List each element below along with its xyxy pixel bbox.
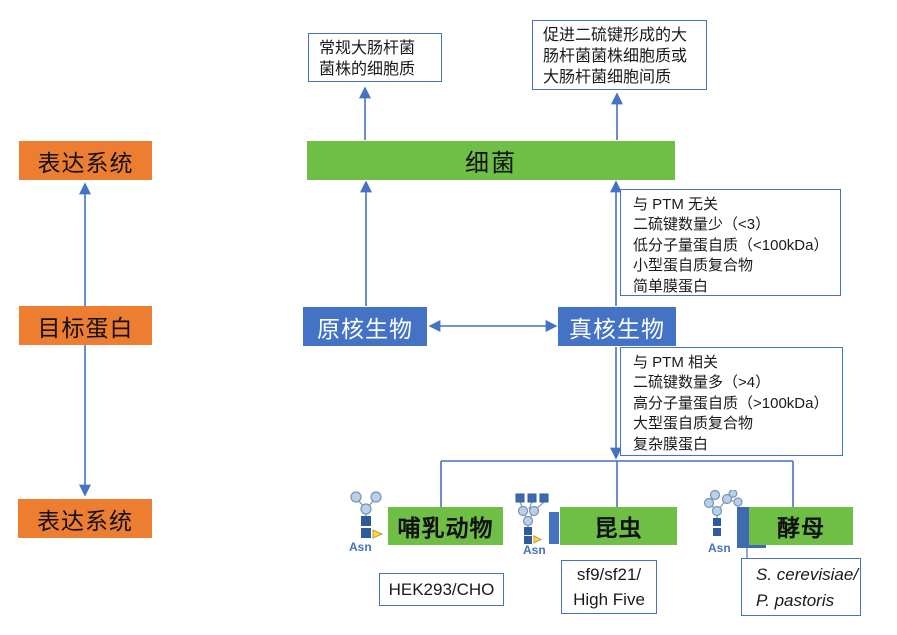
mammal-cell-lines: HEK293/CHO — [388, 580, 495, 599]
eukaryote-trait-5: 复杂膜蛋白 — [633, 435, 709, 453]
note-disulfide-line3: 大肠杆菌细胞间质 — [543, 69, 672, 86]
insect-host-label: 昆虫 — [594, 515, 643, 541]
eukaryote-trait-1: 与 PTM 相关 — [633, 354, 718, 371]
bacteria-label: 细菌 — [465, 150, 517, 177]
note-conventional-line2: 菌株的细胞质 — [319, 61, 416, 78]
prokaryote-trait-5: 简单膜蛋白 — [633, 277, 709, 295]
insect-glycan-icon — [515, 493, 549, 544]
yeast-species-box: S. cerevisiae/ P. pastoris — [741, 558, 861, 616]
mammal-host-node: 哺乳动物 — [388, 507, 503, 545]
yeast-asn-label: Asn — [708, 541, 731, 555]
rail-label-expression-system-top: 表达系统 — [19, 141, 152, 180]
mammal-host-label: 哺乳动物 — [397, 515, 494, 541]
eukaryote-node: 真核生物 — [558, 307, 676, 346]
prokaryote-node: 原核生物 — [303, 307, 427, 346]
bacteria-node: 细菌 — [307, 141, 675, 180]
insect-cell-lines-2: High Five — [573, 590, 645, 609]
mammal-cell-lines-box: HEK293/CHO — [379, 573, 504, 606]
eukaryote-label: 真核生物 — [569, 315, 665, 342]
yeast-species-1: S. cerevisiae/ — [756, 565, 859, 584]
insect-cell-lines-1: sf9/sf21/ — [576, 565, 642, 584]
insect-membrane-bar — [549, 512, 559, 544]
eukaryote-trait-2: 二硫键数量多（>4） — [633, 374, 771, 392]
prokaryote-traits-box: 与 PTM 无关 二硫键数量少（<3） 低分子量蛋自质（<100kDa） 小型蛋… — [620, 189, 841, 296]
note-disulfide-line1: 促进二硫键形成的大 — [543, 27, 688, 44]
prokaryote-trait-4: 小型蛋自质复合物 — [633, 257, 754, 275]
note-conventional-ecoli: 常规大肠杆菌 菌株的细胞质 — [308, 33, 442, 82]
prokaryote-trait-2: 二硫键数量少（<3） — [633, 216, 771, 234]
prokaryote-trait-1: 与 PTM 无关 — [633, 196, 718, 213]
yeast-host-node: 酵母 — [749, 507, 853, 545]
prokaryote-trait-3: 低分子量蛋自质（<100kDa） — [633, 236, 829, 254]
yeast-host-label: 酵母 — [777, 515, 825, 541]
note-conventional-line1: 常规大肠杆菌 — [319, 40, 416, 57]
rail-label-bottom-text: 表达系统 — [37, 507, 133, 534]
mammal-asn-label: Asn — [349, 540, 372, 554]
insect-cell-lines-box: sf9/sf21/ High Five — [561, 560, 657, 614]
rail-label-target-protein: 目标蛋白 — [19, 306, 152, 345]
prokaryote-label: 原核生物 — [317, 315, 413, 342]
rail-label-middle-text: 目标蛋白 — [37, 314, 134, 341]
eukaryote-traits-box: 与 PTM 相关 二硫键数量多（>4） 高分子量蛋自质（>100kDa） 大型蛋… — [620, 347, 843, 456]
yeast-species-2: P. pastoris — [756, 591, 835, 610]
rail-label-top-text: 表达系统 — [37, 149, 134, 176]
eukaryote-trait-3: 高分子量蛋自质（>100kDa） — [633, 394, 829, 412]
yeast-glycan-icon — [703, 490, 743, 536]
rail-label-expression-system-bottom: 表达系统 — [18, 499, 152, 538]
insect-asn-label: Asn — [523, 543, 546, 557]
note-disulfide-line2: 肠杆菌菌株细胞质或 — [543, 48, 688, 65]
note-disulfide-ecoli: 促进二硫键形成的大 肠杆菌菌株细胞质或 大肠杆菌细胞间质 — [532, 20, 707, 90]
insect-host-node: 昆虫 — [560, 507, 677, 545]
eukaryote-trait-4: 大型蛋自质复合物 — [633, 415, 754, 433]
mammal-glycan-icon — [350, 491, 384, 539]
